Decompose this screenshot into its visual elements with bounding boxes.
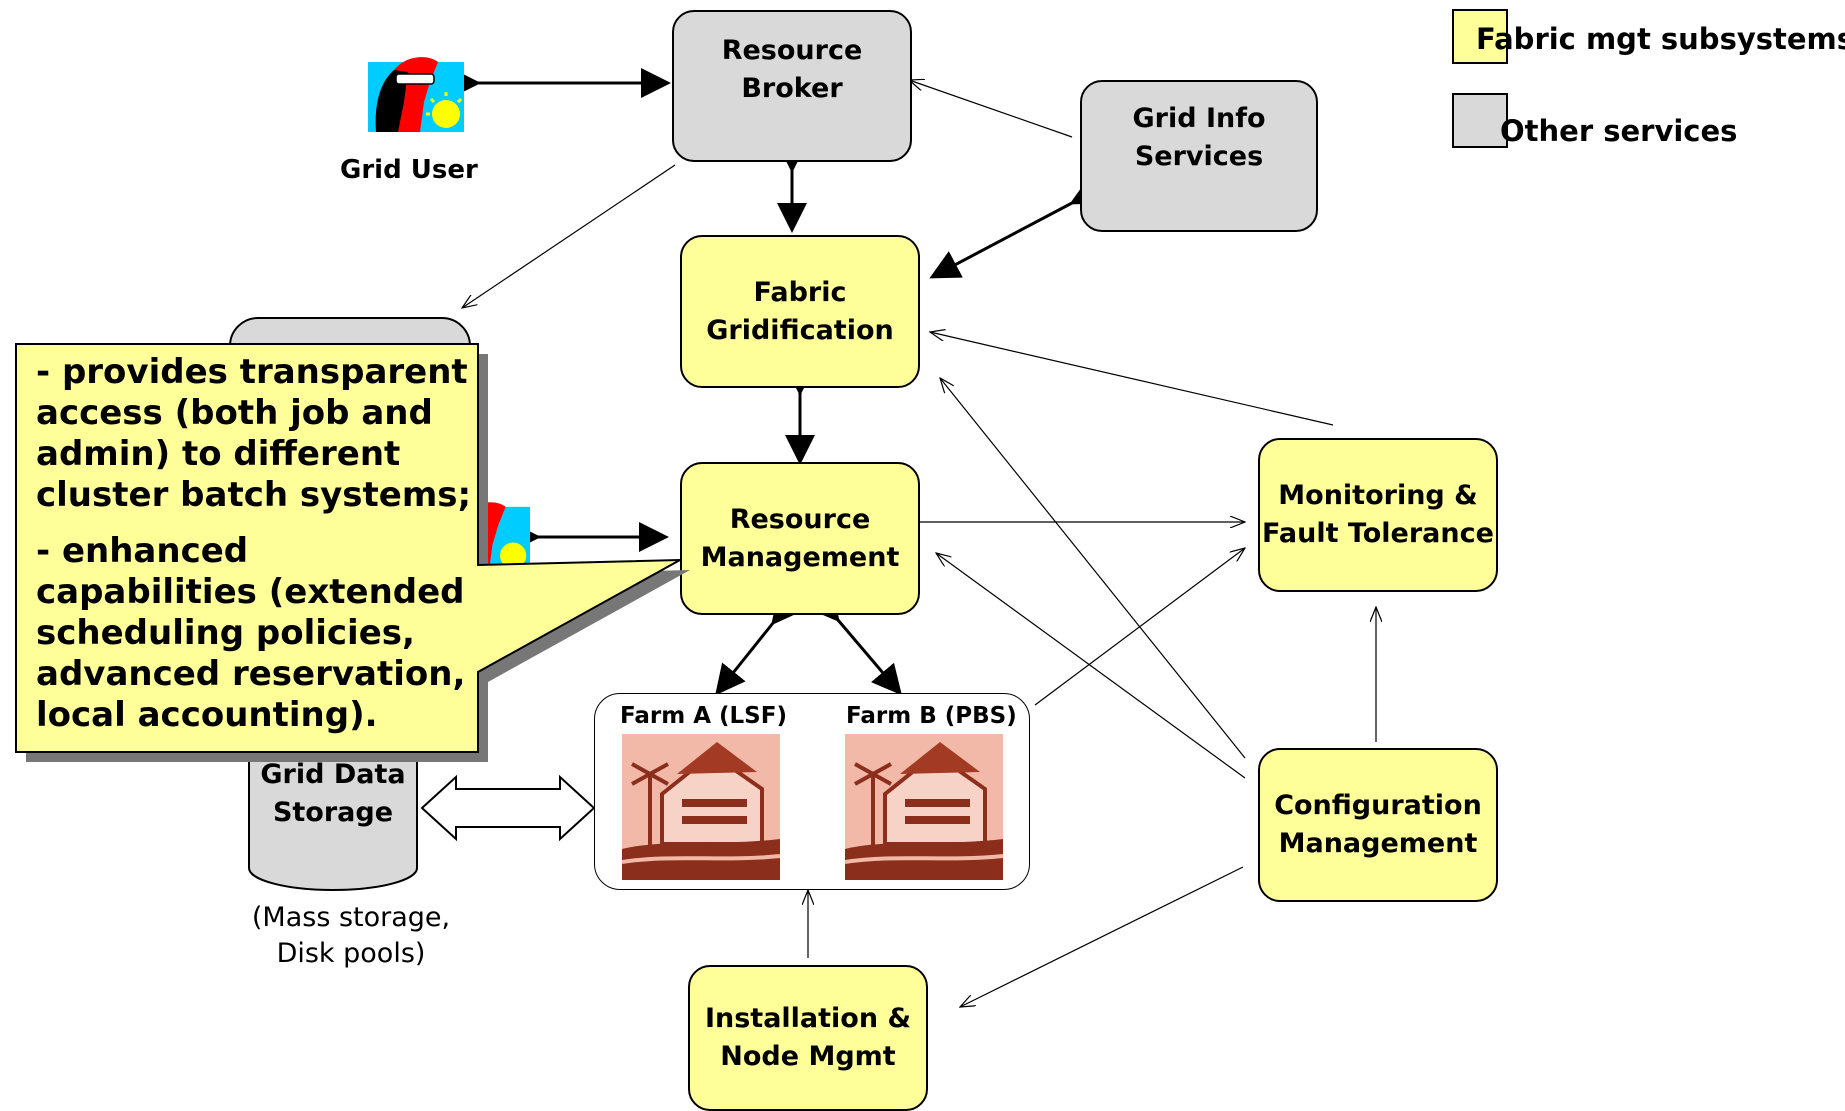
grid-info-services-node[interactable]: Grid Info Services — [1080, 80, 1318, 232]
install-line-1: Installation & — [704, 1003, 912, 1034]
arrow-resource-farmA — [715, 592, 802, 696]
callout-line-1: - provides transparent access (both job … — [36, 352, 472, 515]
grid-info-line-2: Services — [1134, 141, 1264, 172]
farm-a-icon — [622, 734, 780, 880]
grid-info-line-1: Grid Info — [1132, 103, 1266, 134]
storage-line-2: Storage — [272, 797, 394, 828]
resource-mgmt-line-1: Resource — [729, 503, 871, 535]
resource-broker-line-1: Resource — [721, 35, 863, 66]
fabric-grid-line-1: Fabric — [753, 276, 847, 308]
callout-text: - provides transparent access (both job … — [36, 352, 476, 751]
arrow-monitoring-fabric — [930, 332, 1334, 426]
monitoring-fault-tolerance-node[interactable]: Monitoring & Fault Tolerance — [1258, 438, 1498, 592]
legend-other-label: Other services — [1500, 114, 1738, 148]
config-mgmt-line-1: Configuration — [1274, 790, 1482, 821]
arrow-config-install — [960, 866, 1244, 1007]
monitoring-line-1: Monitoring & — [1278, 480, 1478, 511]
legend-fabric-label: Fabric mgt subsystems — [1476, 22, 1845, 56]
grid-data-storage-label: Grid Data Storage — [249, 756, 417, 832]
storage-note-line-2: Disk pools) — [276, 938, 426, 969]
storage-line-1: Grid Data — [260, 759, 406, 790]
resource-management-node[interactable]: Resource Management — [680, 462, 920, 615]
arrow-broker-storage — [462, 164, 676, 308]
installation-node-mgmt-node[interactable]: Installation & Node Mgmt — [688, 965, 928, 1111]
arrow-info-fabric — [929, 177, 1103, 279]
arrow-info-broker — [909, 80, 1073, 138]
farm-a-label: Farm A (LSF) — [620, 703, 787, 729]
grid-user-label: Grid User — [340, 155, 478, 185]
storage-note: (Mass storage, Disk pools) — [226, 900, 476, 972]
install-line-2: Node Mgmt — [720, 1041, 896, 1072]
resource-mgmt-line-2: Management — [700, 541, 900, 573]
fabric-gridification-node[interactable]: Fabric Gridification — [680, 235, 920, 388]
arrow-config-resource — [936, 553, 1246, 779]
storage-note-line-1: (Mass storage, — [251, 902, 451, 933]
fabric-grid-line-2: Gridification — [706, 314, 894, 346]
farm-b-label: Farm B (PBS) — [846, 703, 1017, 729]
config-mgmt-line-2: Management — [1278, 828, 1478, 859]
legend-other-swatch — [1452, 93, 1508, 148]
farm-b-icon — [845, 734, 1003, 880]
configuration-management-node[interactable]: Configuration Management — [1258, 748, 1498, 902]
monitoring-line-2: Fault Tolerance — [1262, 518, 1494, 549]
resource-broker-line-2: Broker — [741, 73, 843, 104]
arrow-config-fabric — [940, 378, 1246, 759]
grid-user-icon — [368, 57, 464, 132]
resource-broker-node[interactable]: Resource Broker — [672, 10, 912, 162]
arrow-resource-farmB — [809, 589, 902, 696]
callout-line-2: - enhanced capabilities (extended schedu… — [36, 531, 466, 735]
legend-fabric-swatch — [1452, 9, 1508, 64]
